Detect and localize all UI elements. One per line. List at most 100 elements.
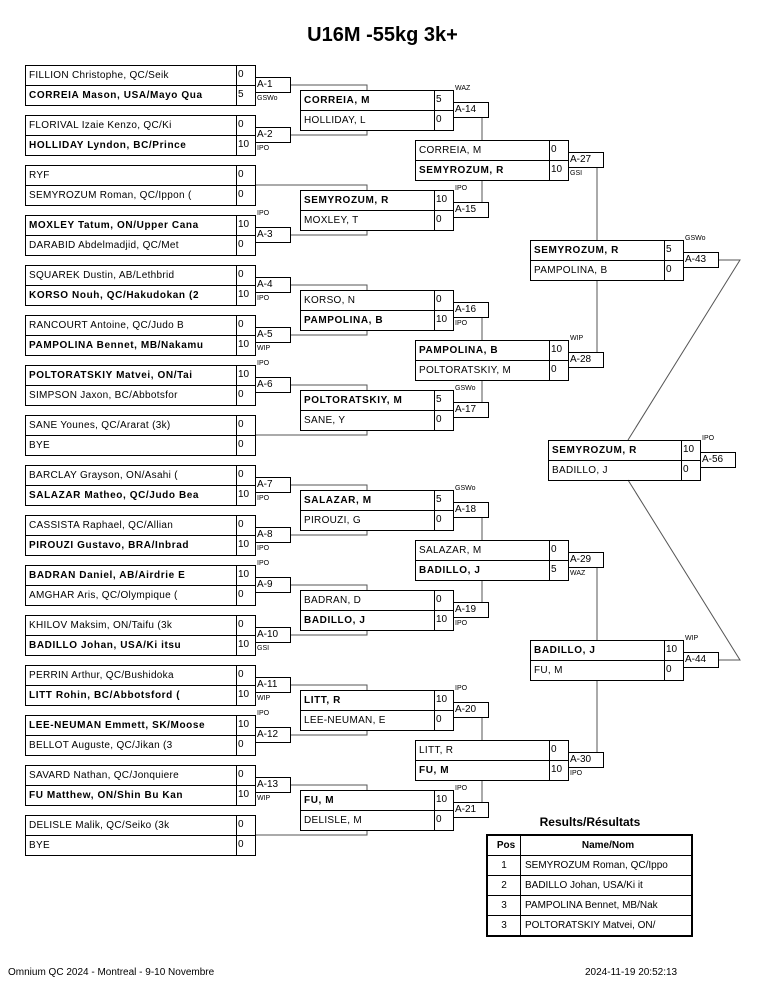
competitor-row: LITT, R 0	[416, 741, 569, 761]
competitor-row: FU, M 10	[416, 760, 569, 780]
competitor-name: KORSO, N	[304, 295, 356, 306]
competitor-name: PIROUZI Gustavo, BRA/Inbrad	[29, 540, 190, 551]
competitor-score: 0	[236, 236, 256, 255]
win-type-note: IPO	[455, 185, 468, 192]
win-type-note: GSWo	[455, 385, 476, 392]
win-type-note: WAZ	[570, 570, 586, 577]
competitor-name: FU Matthew, ON/Shin Bu Kan	[29, 790, 184, 801]
competitor-score: 0	[434, 291, 454, 311]
competitor-name: LITT, R	[419, 745, 454, 756]
win-type-note: IPO	[455, 320, 468, 327]
competitor-score: 10	[236, 486, 256, 505]
competitor-name: PIROUZI, G	[304, 515, 361, 526]
win-type-note: IPO	[455, 785, 468, 792]
competitor-row: SEMYROZUM Roman, QC/Ippon (0	[26, 185, 256, 205]
competitor-name: LEE-NEUMAN, E	[304, 715, 386, 726]
competitor-name: POLTORATSKIY, M	[304, 395, 403, 406]
competitor-name: PAMPOLINA, B	[534, 265, 608, 276]
competitor-row: AMGHAR Aris, QC/Olympique (0	[26, 585, 256, 605]
competitor-name: KORSO Nouh, QC/Hakudokan (2	[29, 290, 200, 301]
competitor-name: LEE-NEUMAN Emmett, SK/Moose	[29, 720, 206, 731]
competitor-name: MOXLEY Tatum, ON/Upper Cana	[29, 220, 199, 231]
footer-timestamp: 2024-11-19 20:52:13	[585, 967, 678, 978]
competitor-score: 5	[434, 491, 454, 511]
competitor-score: 10	[434, 611, 454, 630]
results-title: Results/Résultats	[539, 815, 641, 829]
connector-line	[627, 259, 741, 441]
competitor-name: SAVARD Nathan, QC/Jonquiere	[29, 770, 180, 781]
competitor-score: 10	[236, 286, 256, 305]
competitor-name: CORREIA, M	[419, 145, 482, 156]
match-label: A-5	[255, 327, 291, 343]
match-label: A-30	[568, 752, 604, 768]
match-label: A-13	[255, 777, 291, 793]
connector-line	[291, 330, 368, 336]
competitor-name: FU, M	[419, 765, 450, 776]
competitor-name: RYF	[29, 170, 50, 181]
competitor-row: LITT Rohin, BC/Abbotsford (10	[26, 685, 256, 705]
competitor-name: SIMPSON Jaxon, BC/Abbotsfor	[29, 390, 178, 401]
win-type-note: IPO	[257, 360, 270, 367]
connector-line	[291, 484, 368, 490]
competitor-name: AMGHAR Aris, QC/Olympique (	[29, 590, 178, 601]
competitor-score: 0	[549, 741, 569, 761]
competitor-score: 10	[434, 191, 454, 211]
match-label: A-7	[255, 477, 291, 493]
competitor-score: 10	[434, 311, 454, 330]
win-type-note: WIP	[257, 795, 271, 802]
win-type-note: WIP	[685, 635, 699, 642]
result-name: PAMPOLINA Bennet, MB/Nak	[520, 895, 693, 916]
competitor-name: BADILLO, J	[304, 615, 366, 626]
match-label: A-3	[255, 227, 291, 243]
connector-line	[255, 184, 368, 190]
competitor-score: 10	[236, 136, 256, 155]
competitor-row: KORSO Nouh, QC/Hakudokan (2 10	[26, 285, 256, 305]
competitor-score: 0	[236, 416, 256, 436]
win-type-note: IPO	[257, 560, 270, 567]
connector-line	[291, 684, 368, 690]
result-pos: 3	[486, 915, 521, 937]
win-type-note: IPO	[257, 495, 270, 502]
match-label: A-44	[683, 652, 719, 668]
competitor-name: SQUAREK Dustin, AB/Lethbrid	[29, 270, 175, 281]
result-pos: 3	[486, 895, 521, 916]
win-type-note: IPO	[455, 685, 468, 692]
competitor-score: 0	[236, 816, 256, 836]
connector-line	[291, 230, 368, 236]
competitor-name: SANE Younes, QC/Ararat (3k)	[29, 420, 171, 431]
competitor-score: 10	[549, 341, 569, 361]
competitor-score: 0	[434, 511, 454, 530]
connector-line	[291, 630, 368, 636]
competitor-score: 10	[434, 691, 454, 711]
match-label: A-17	[453, 402, 489, 418]
competitor-name: BYE	[29, 840, 50, 851]
page-title: U16M -55kg 3k+	[307, 24, 458, 46]
competitor-name: BADILLO, J	[534, 645, 596, 656]
competitor-score: 10	[549, 761, 569, 780]
connector-line	[596, 280, 604, 361]
competitor-name: SEMYROZUM Roman, QC/Ippon (	[29, 190, 192, 201]
competitor-score: 0	[236, 316, 256, 336]
